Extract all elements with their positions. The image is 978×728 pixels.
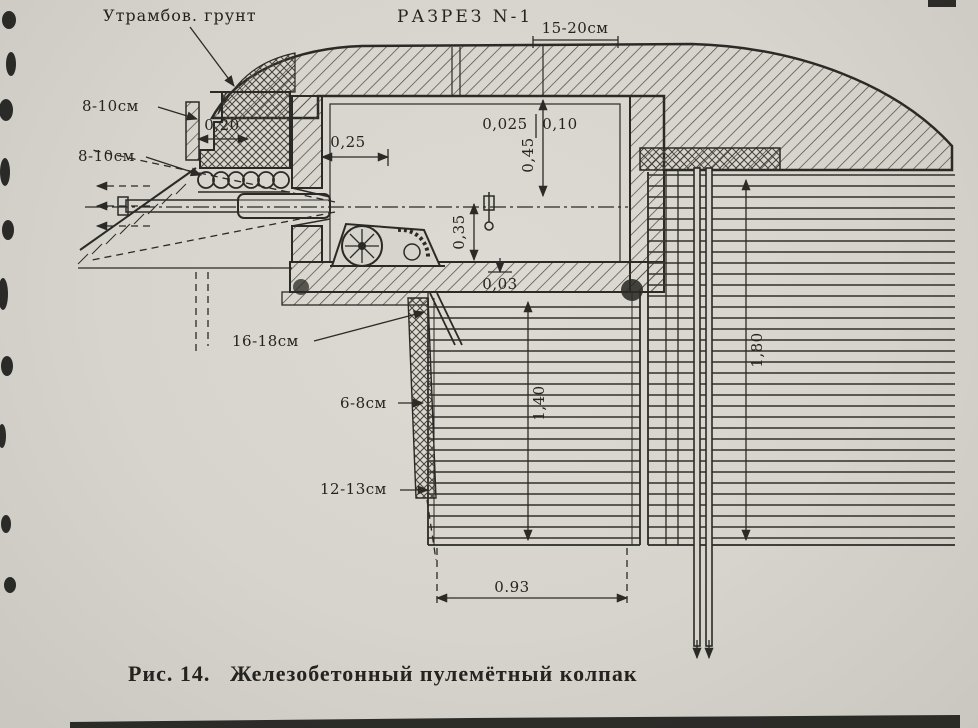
caption-figure-number: Рис. 14.: [128, 661, 210, 686]
dim-plank-top: 8-10см: [82, 97, 139, 115]
dim-bottom-planks: 12-13см: [320, 480, 387, 498]
log-end-right: [621, 279, 643, 301]
timber-wall-right: [647, 167, 955, 660]
figure-caption: Рис. 14. Железобетонный пулемётный колпа…: [128, 661, 638, 686]
dim-1-80: 1,80: [748, 332, 766, 367]
dim-1-40: 1,40: [530, 385, 548, 420]
dim-0-03: 0,03: [482, 275, 517, 293]
embrasure-blocks: [185, 91, 291, 193]
label-tamped-soil: Утрамбов. грунт: [103, 6, 257, 25]
section-title: РАЗРЕЗ N-1: [397, 7, 533, 27]
dim-0-10: 0,10: [542, 115, 577, 133]
dim-0-45: 0,45: [519, 137, 537, 172]
dim-0-93: 0.93: [494, 578, 529, 596]
pit: [407, 292, 641, 561]
front-plank: [185, 101, 200, 161]
dimension-lines: [145, 26, 751, 606]
water-jacket: [237, 193, 331, 219]
dim-0-025: 0,025: [482, 115, 527, 133]
dim-0-25: 0,25: [330, 133, 365, 151]
machine-gun: [85, 149, 628, 267]
roller-row: [197, 171, 290, 193]
log-end-left: [293, 279, 309, 295]
right-ledge: [639, 147, 781, 171]
caption-text: Железобетонный пулемётный колпак: [230, 661, 638, 686]
dim-pit-planks: 6-8см: [340, 394, 387, 412]
dim-0-20: 0,20: [204, 116, 239, 134]
muzzle: [117, 196, 129, 216]
sight-plumb: [483, 192, 495, 231]
pit-wall-lining: [407, 297, 437, 499]
timber-posts: [692, 167, 714, 660]
gun-mount: [330, 222, 445, 267]
dim-plank-bottom: 8-10см: [78, 147, 135, 165]
ground-left: [77, 167, 292, 352]
dim-0-35: 0,35: [450, 214, 468, 249]
dim-floor-planks: 16-18см: [232, 332, 299, 350]
dim-roof-thickness: 15-20см: [542, 19, 609, 37]
